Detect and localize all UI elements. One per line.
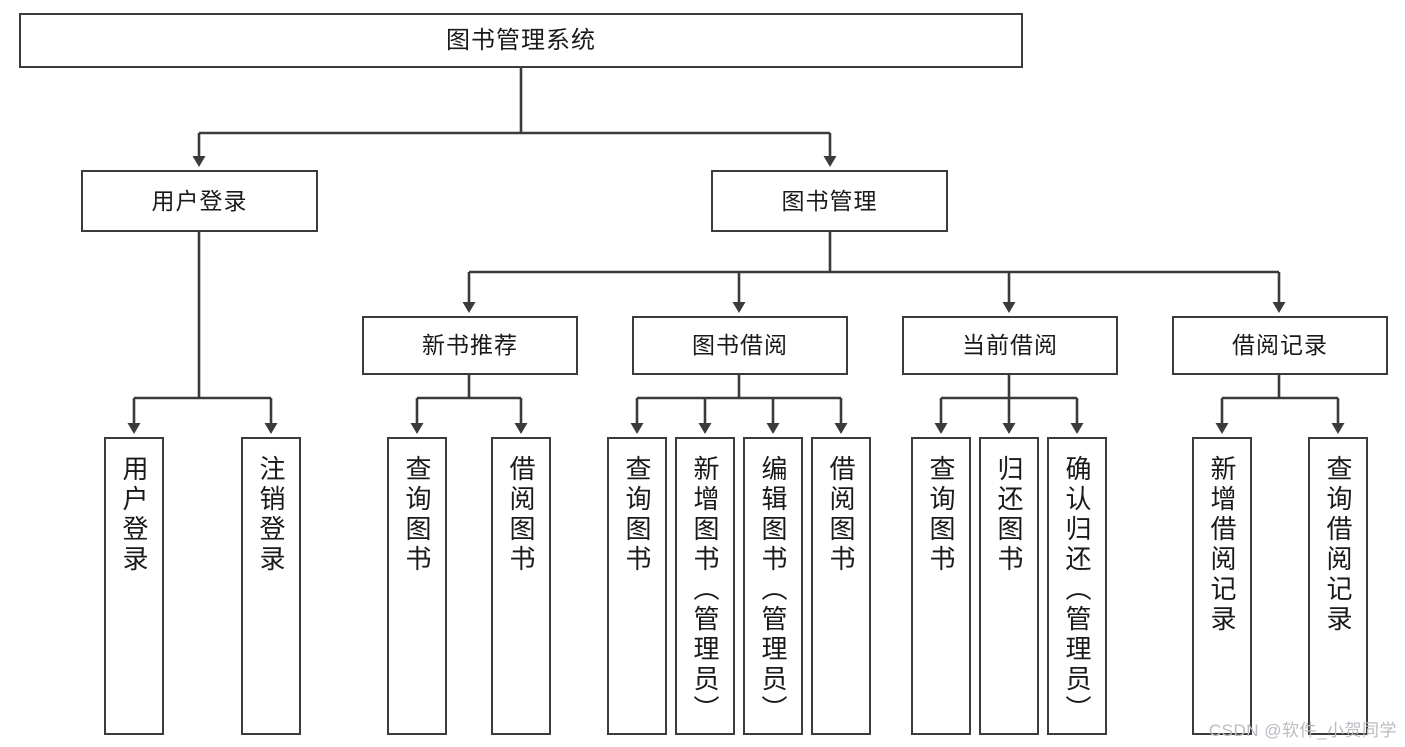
leaf-add-book-admin[interactable]: 新增图书（管理员） (675, 437, 735, 735)
node-root-book-management-system[interactable]: 图书管理系统 (19, 13, 1023, 68)
node-label: 借阅图书 (506, 455, 537, 575)
node-label: 新书推荐 (422, 332, 518, 358)
leaf-user-login[interactable]: 用户登录 (104, 437, 164, 735)
node-label: 查询图书 (402, 455, 433, 575)
node-label: 编辑图书（管理员） (758, 455, 789, 725)
node-label: 查询图书 (926, 455, 957, 575)
leaf-borrow-book[interactable]: 借阅图书 (811, 437, 871, 735)
node-label: 新增图书（管理员） (690, 455, 721, 725)
leaf-confirm-return-admin[interactable]: 确认归还（管理员） (1047, 437, 1107, 735)
node-label: 图书管理 (781, 187, 878, 214)
leaf-add-borrow-record[interactable]: 新增借阅记录 (1192, 437, 1252, 735)
leaf-borrow-book-recommend[interactable]: 借阅图书 (491, 437, 551, 735)
node-new-book-recommend[interactable]: 新书推荐 (362, 316, 578, 375)
node-label: 查询借阅记录 (1323, 455, 1354, 635)
leaf-query-borrow-record[interactable]: 查询借阅记录 (1308, 437, 1368, 735)
node-borrow-record[interactable]: 借阅记录 (1172, 316, 1388, 375)
leaf-return-book[interactable]: 归还图书 (979, 437, 1039, 735)
node-label: 图书管理系统 (446, 26, 596, 54)
leaf-logout[interactable]: 注销登录 (241, 437, 301, 735)
node-user-login[interactable]: 用户登录 (81, 170, 318, 232)
node-label: 确认归还（管理员） (1062, 455, 1093, 725)
leaf-query-book-current[interactable]: 查询图书 (911, 437, 971, 735)
node-label: 借阅记录 (1232, 332, 1328, 358)
leaf-query-book-borrow[interactable]: 查询图书 (607, 437, 667, 735)
node-label: 查询图书 (622, 455, 653, 575)
node-current-borrow[interactable]: 当前借阅 (902, 316, 1118, 375)
node-book-management[interactable]: 图书管理 (711, 170, 948, 232)
node-label: 用户登录 (119, 455, 150, 575)
node-book-borrow[interactable]: 图书借阅 (632, 316, 848, 375)
node-label: 注销登录 (256, 455, 287, 575)
node-label: 借阅图书 (826, 455, 857, 575)
node-label: 图书借阅 (692, 332, 788, 358)
node-label: 当前借阅 (962, 332, 1058, 358)
leaf-edit-book-admin[interactable]: 编辑图书（管理员） (743, 437, 803, 735)
node-label: 新增借阅记录 (1207, 455, 1238, 635)
node-label: 用户登录 (151, 187, 248, 214)
node-label: 归还图书 (994, 455, 1025, 575)
leaf-query-book-recommend[interactable]: 查询图书 (387, 437, 447, 735)
